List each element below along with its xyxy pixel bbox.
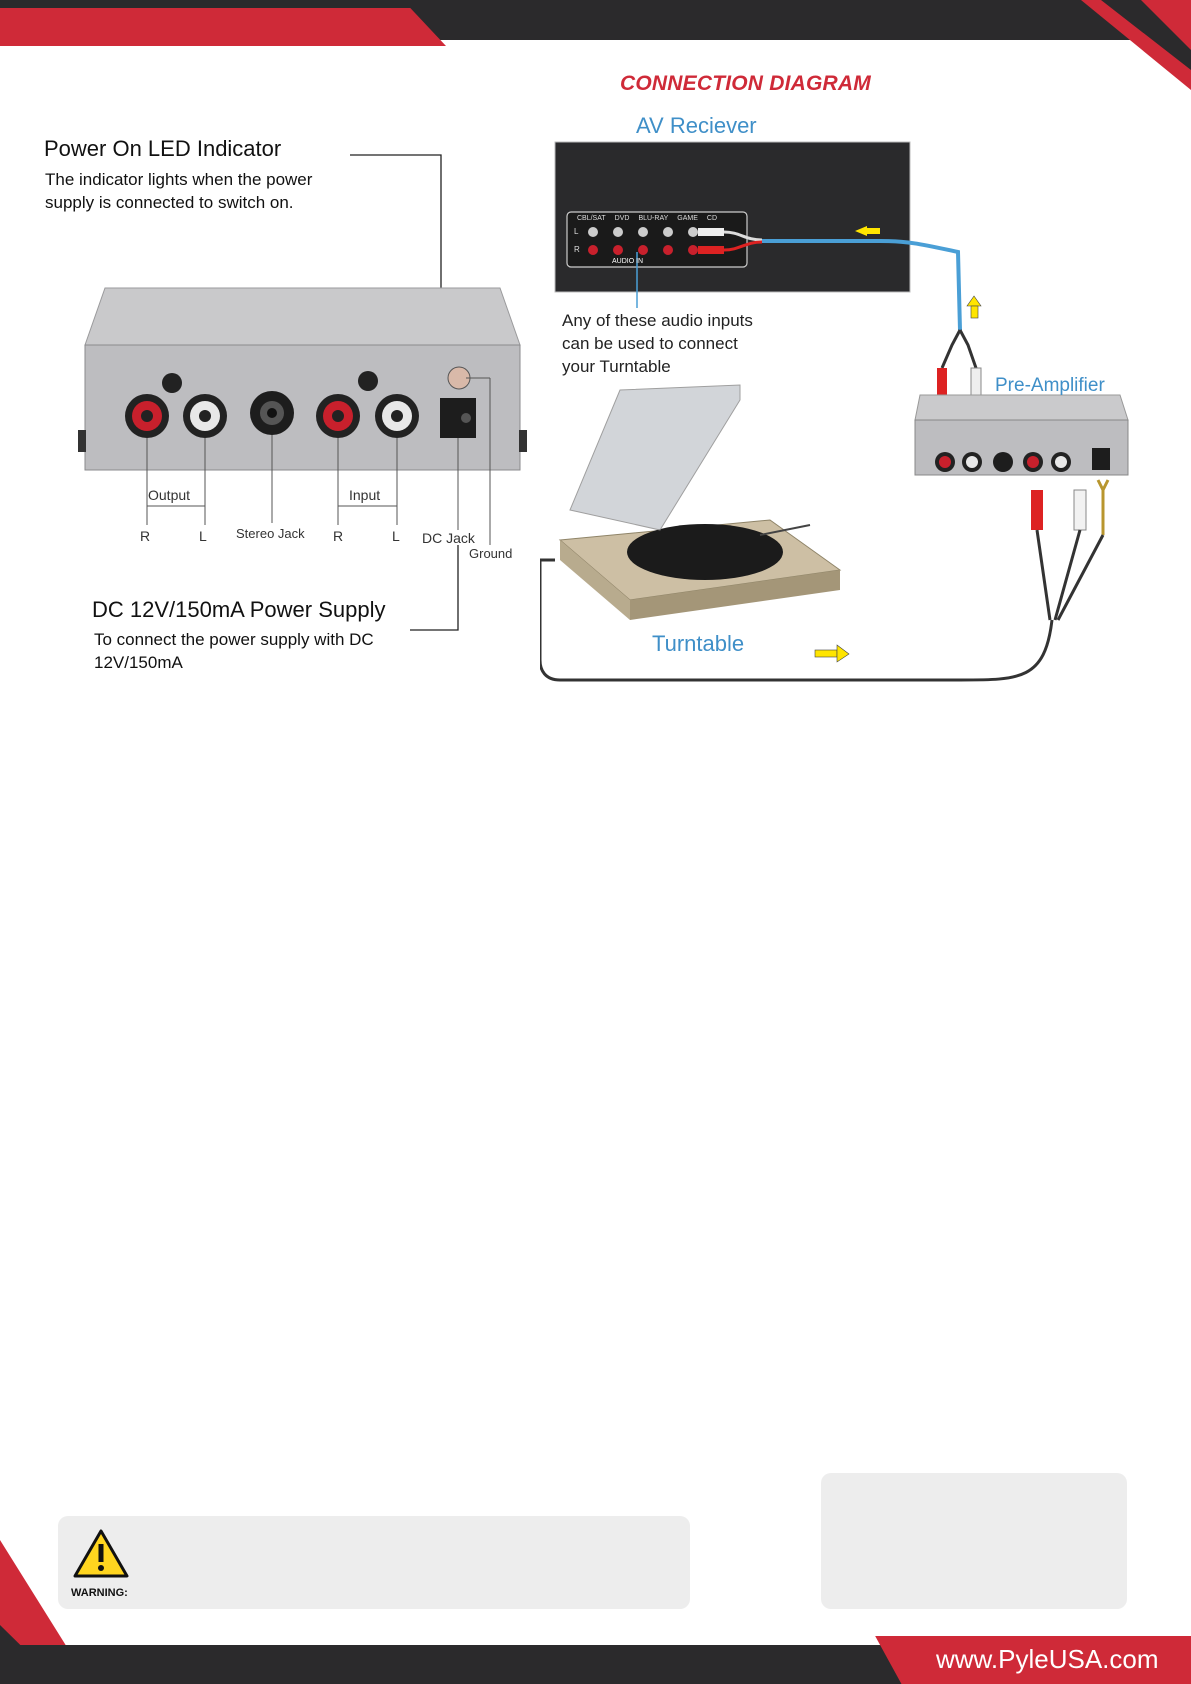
warning-label: WARNING: xyxy=(71,1587,128,1599)
inputs-note-line-2: can be used to connect xyxy=(562,334,738,353)
led-desc-2: supply is connected to switch on. xyxy=(45,193,294,212)
dc-jack-label: DC Jack xyxy=(422,530,475,546)
input-l-label: L xyxy=(392,528,400,544)
input-l-jack xyxy=(375,394,419,438)
input-label: Input xyxy=(349,487,381,503)
preamp-panel-illustration xyxy=(78,154,527,631)
inputs-note-line-1: Any of these audio inputs xyxy=(562,311,753,330)
input-r-jack xyxy=(316,394,360,438)
corner-decoration xyxy=(1081,0,1191,90)
diagram-title: CONNECTION DIAGRAM xyxy=(620,72,871,95)
footer-url[interactable]: www.PyleUSA.com xyxy=(936,1644,1159,1674)
power-title: DC 12V/150mA Power Supply xyxy=(92,597,386,622)
row-l-label: L xyxy=(574,227,579,236)
inputs-note-line-3: your Turntable xyxy=(562,357,671,376)
connection-diagram xyxy=(540,141,1129,682)
input-bluray: BLU-RAY xyxy=(638,215,669,222)
inputs-note: Any of these audio inputs can be used to… xyxy=(562,309,753,378)
input-dvd: DVD xyxy=(614,215,630,222)
receiver-input-labels: CBL/SAT DVD BLU-RAY GAME CD xyxy=(577,215,717,222)
power-desc-2: 12V/150mA xyxy=(94,653,183,672)
led-title: Power On LED Indicator xyxy=(44,136,282,161)
ground-label: Ground xyxy=(469,546,513,561)
output-r-jack xyxy=(125,394,169,438)
output-r-label: R xyxy=(140,528,151,544)
header-red-stripe xyxy=(0,8,446,46)
input-cbl: CBL/SAT xyxy=(577,215,606,222)
power-desc-1: To connect the power supply with DC xyxy=(94,630,374,649)
row-r-label: R xyxy=(574,245,580,254)
stereo-jack xyxy=(250,391,294,435)
input-r-label: R xyxy=(333,528,344,544)
warning-icon xyxy=(73,1529,129,1578)
preamp-label: Pre-Amplifier xyxy=(995,375,1105,396)
output-l-label: L xyxy=(199,528,207,544)
output-l-jack xyxy=(183,394,227,438)
turntable-label: Turntable xyxy=(652,631,745,656)
av-receiver-label: AV Reciever xyxy=(636,113,757,138)
info-card xyxy=(821,1473,1127,1609)
warning-card xyxy=(58,1516,690,1609)
led-desc-1: The indicator lights when the power xyxy=(45,170,313,189)
footer-red-stripe xyxy=(875,1636,1191,1684)
stereo-jack-label: Stereo Jack xyxy=(236,526,305,541)
input-game: GAME xyxy=(677,215,698,222)
audio-in-label: AUDIO IN xyxy=(612,258,644,265)
input-cd: CD xyxy=(706,215,718,222)
output-label: Output xyxy=(148,487,191,503)
